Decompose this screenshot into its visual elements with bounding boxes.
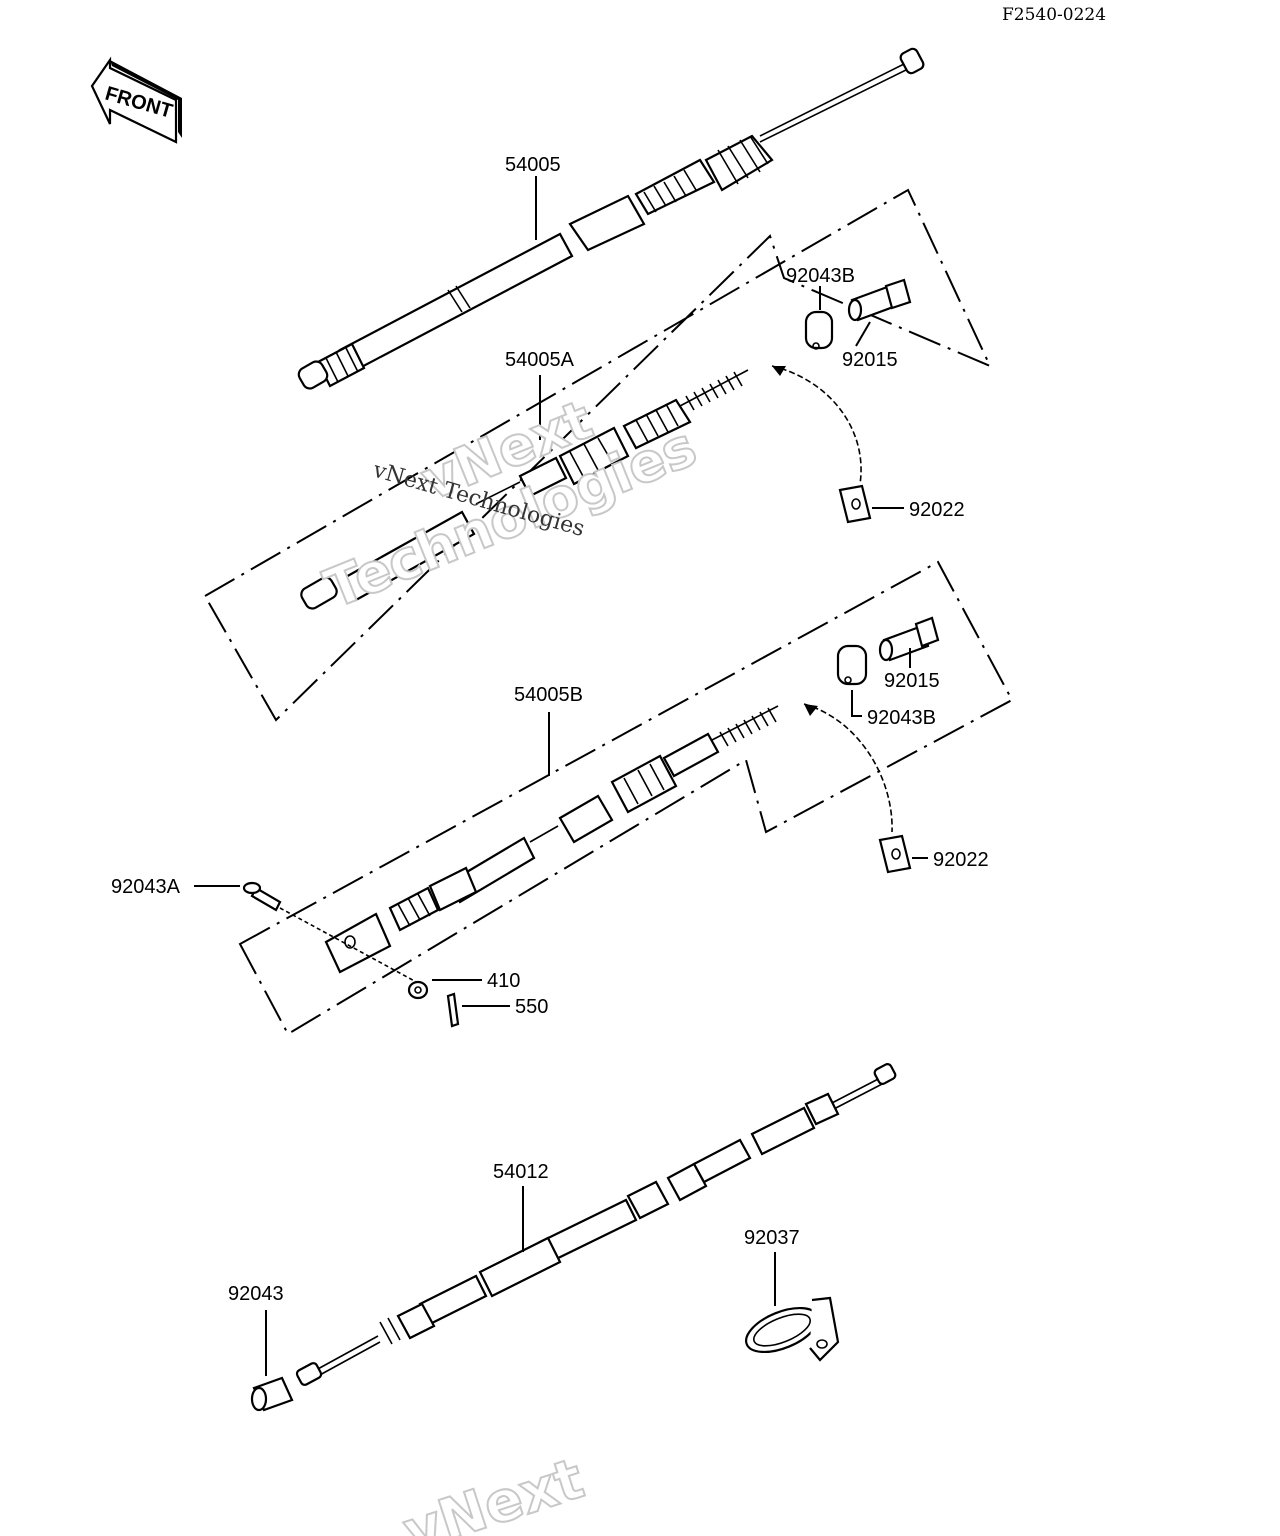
collar-92043B-mid: 92043B <box>836 644 936 729</box>
label-92015-top: 92015 <box>842 349 898 371</box>
label-92015-mid: 92015 <box>884 670 940 692</box>
pin-92043A: 92043A <box>111 876 421 985</box>
washer-410: 410 <box>407 970 520 1000</box>
watermark: vNext Technologies <box>315 387 706 622</box>
cable-54005A: 54005A <box>300 349 749 610</box>
label-92043B-top: 92043B <box>786 265 855 287</box>
label-54005B: 54005B <box>514 684 583 706</box>
cable-54012: 54012 <box>295 1063 897 1386</box>
label-92022-mid: 92022 <box>933 849 989 871</box>
label-92043A: 92043A <box>111 876 181 898</box>
cable-54005: 54005 <box>297 47 925 390</box>
label-54012: 54012 <box>493 1161 549 1183</box>
bolt-92015-top: 92015 <box>842 278 912 371</box>
label-92022-top: 92022 <box>909 499 965 521</box>
label-92043B-mid: 92043B <box>867 707 936 729</box>
label-54005A: 54005A <box>505 349 575 371</box>
label-550: 550 <box>515 996 548 1018</box>
panel-54005A <box>203 188 993 722</box>
watermark-bottom: vNext <box>395 1445 592 1536</box>
front-arrow-icon: FRONT <box>90 56 182 144</box>
watermark-bottom-text: vNext <box>396 1446 591 1536</box>
collar-92043B-top: 92043B <box>786 265 855 350</box>
cable-54005B: 54005B <box>324 684 779 974</box>
panel-54005B <box>238 560 1014 1036</box>
diagram-code: F2540-0224 <box>1002 5 1106 25</box>
clamp-92037: 92037 <box>744 1227 840 1362</box>
sleeve-92043: 92043 <box>228 1283 294 1412</box>
plate-92022-mid: 92022 <box>803 703 989 874</box>
label-410: 410 <box>487 970 520 992</box>
plate-92022-top: 92022 <box>771 365 965 524</box>
cotter-550: 550 <box>446 992 548 1028</box>
label-92037: 92037 <box>744 1227 800 1249</box>
bolt-92015-mid: 92015 <box>878 616 940 692</box>
label-92043: 92043 <box>228 1283 284 1305</box>
label-54005: 54005 <box>505 154 561 176</box>
